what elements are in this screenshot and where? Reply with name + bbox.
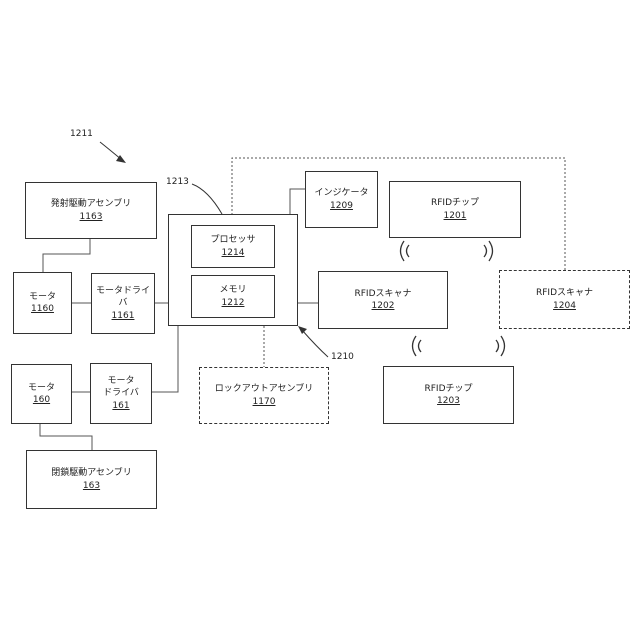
wave-chip1201-right-inner <box>484 245 487 257</box>
wave-chip1203-left-inner <box>419 340 422 352</box>
indicator: インジケータ 1209 <box>305 171 378 228</box>
rfid-chip-1201-ref: 1201 <box>444 210 467 222</box>
controller-ref-label: 1213 <box>166 177 189 187</box>
arrowhead-1210 <box>298 326 307 334</box>
motor-driver-161-name-line2: ドライバ <box>103 387 139 399</box>
arrow-1210 <box>302 330 328 357</box>
indicator-name: インジケータ <box>314 187 368 199</box>
wire-motor1160-launch <box>43 239 90 272</box>
motor-1160: モータ 1160 <box>13 272 72 334</box>
rfid-scanner-1204: RFIDスキャナ 1204 <box>499 270 630 329</box>
figure-ref-label: 1211 <box>70 129 93 139</box>
rfid-chip-1201-name: RFIDチップ <box>431 197 479 209</box>
motor-160-name: モータ <box>28 382 55 394</box>
wave-chip1201-right-outer <box>489 241 493 261</box>
wave-chip1201-left-outer <box>401 241 405 261</box>
motor-driver-161-name-line1: モータ <box>107 375 134 387</box>
motor-driver-1161: モータドライバ 1161 <box>91 273 155 334</box>
memory-ref: 1212 <box>222 297 245 309</box>
motor-driver-161-ref: 161 <box>112 400 129 412</box>
rfid-chip-1203: RFIDチップ 1203 <box>383 366 514 424</box>
motor-1160-name: モータ <box>29 291 56 303</box>
controller-bottom-ref-label: 1210 <box>331 352 354 362</box>
motor-driver-1161-ref: 1161 <box>112 310 135 322</box>
wave-chip1203-left-outer <box>413 336 417 356</box>
wire-controller-indicator <box>290 189 305 215</box>
rfid-chip-1203-ref: 1203 <box>437 395 460 407</box>
motor-160-ref: 160 <box>33 394 50 406</box>
wire-driver161-controller <box>152 326 178 392</box>
wave-chip1201-left-inner <box>407 245 410 257</box>
launch-drive-assembly: 発射駆動アセンブリ 1163 <box>25 182 157 239</box>
rfid-scanner-1202-ref: 1202 <box>372 300 395 312</box>
closing-drive-ref: 163 <box>83 480 100 492</box>
motor-160: モータ 160 <box>11 364 72 424</box>
indicator-ref: 1209 <box>330 200 353 212</box>
wave-chip1203-right-inner <box>496 340 499 352</box>
rfid-chip-1203-name: RFIDチップ <box>424 383 472 395</box>
rfid-scanner-1204-name: RFIDスキャナ <box>536 287 593 299</box>
motor-driver-161: モータ ドライバ 161 <box>90 363 152 424</box>
processor-name: プロセッサ <box>210 234 255 246</box>
rfid-scanner-1202-name: RFIDスキャナ <box>354 288 411 300</box>
rfid-scanner-1202: RFIDスキャナ 1202 <box>318 271 448 329</box>
rfid-scanner-1204-ref: 1204 <box>553 300 576 312</box>
closing-drive-name: 閉鎖駆動アセンブリ <box>51 467 132 479</box>
lockout-ref: 1170 <box>253 396 276 408</box>
launch-drive-ref: 1163 <box>80 211 103 223</box>
motor-driver-1161-name: モータドライバ <box>92 285 154 309</box>
lockout-name: ロックアウトアセンブリ <box>215 383 314 395</box>
closing-drive-assembly: 閉鎖駆動アセンブリ 163 <box>26 450 157 509</box>
memory-name: メモリ <box>219 284 246 296</box>
memory: メモリ 1212 <box>191 275 275 318</box>
motor-1160-ref: 1160 <box>31 303 54 315</box>
lockout-assembly: ロックアウトアセンブリ 1170 <box>199 367 329 424</box>
launch-drive-name: 発射駆動アセンブリ <box>51 198 132 210</box>
rfid-chip-1201: RFIDチップ 1201 <box>389 181 521 238</box>
processor: プロセッサ 1214 <box>191 225 275 268</box>
processor-ref: 1214 <box>222 247 245 259</box>
wire-motor160-closing <box>40 424 92 450</box>
wave-chip1203-right-outer <box>501 336 505 356</box>
leader-1213 <box>192 184 222 214</box>
